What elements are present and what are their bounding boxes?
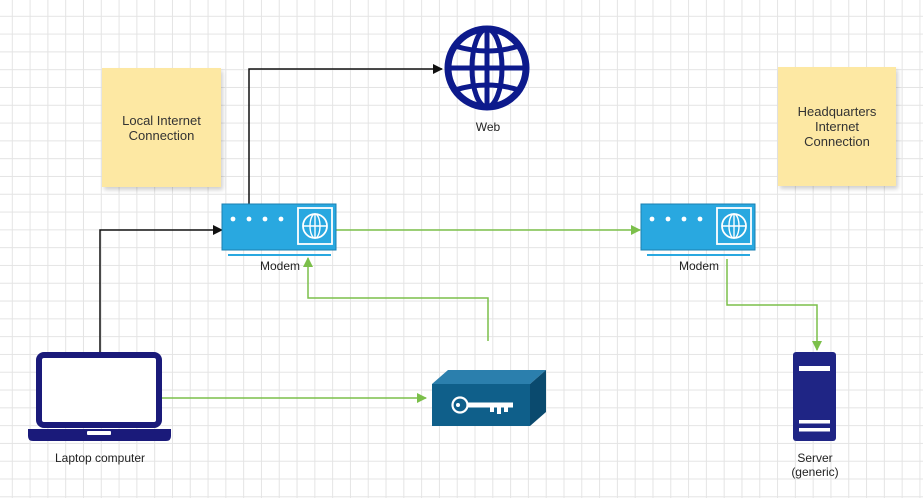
note-headquarters-internet-connection[interactable]: Headquarters Internet Connection: [778, 67, 896, 186]
link-modem-to-server[interactable]: [726, 259, 822, 351]
key-box-icon[interactable]: [432, 370, 546, 426]
server-icon[interactable]: [793, 352, 836, 441]
web-label: Web: [475, 120, 501, 134]
modem-icon[interactable]: [640, 203, 756, 256]
modem-icon[interactable]: [221, 203, 337, 256]
link-key-to-modem[interactable]: [303, 257, 489, 341]
note-local-internet-connection[interactable]: Local Internet Connection: [102, 68, 221, 187]
modem-left-label: Modem: [259, 259, 300, 273]
globe-icon[interactable]: [444, 25, 530, 111]
laptop-icon[interactable]: [28, 352, 171, 441]
link-laptop-to-modem[interactable]: [99, 225, 223, 352]
server-label: Server (generic): [791, 451, 839, 479]
laptop-label: Laptop computer: [54, 451, 146, 465]
link-modem-to-web[interactable]: [248, 64, 443, 204]
note-text: Headquarters Internet Connection: [797, 104, 877, 149]
note-text: Local Internet Connection: [122, 112, 201, 143]
modem-right-label: Modem: [678, 259, 719, 273]
